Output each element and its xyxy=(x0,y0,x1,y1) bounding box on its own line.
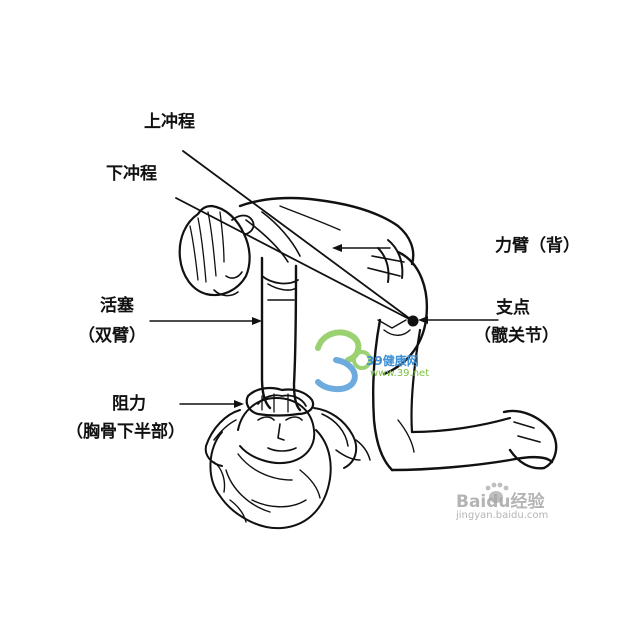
fulcrum-detail-label: （髋关节） xyxy=(474,326,559,346)
force-arm-label: 力臂（背） xyxy=(495,236,580,256)
site39-url-watermark: www.39.net xyxy=(370,368,430,379)
patient-figure xyxy=(204,394,371,530)
downstroke-line xyxy=(175,197,414,322)
fulcrum-arrowhead xyxy=(418,316,428,324)
fulcrum-label: 支点 xyxy=(496,298,530,318)
piston-detail-label: （双臂） xyxy=(78,326,146,346)
fulcrum-point xyxy=(407,315,419,327)
baidu-url-watermark: jingyan.baidu.com xyxy=(456,510,549,521)
upstroke-line xyxy=(182,150,414,322)
site39-name-watermark: 39健康网 xyxy=(366,354,419,368)
site39-logo xyxy=(315,329,372,392)
piston-arrowhead xyxy=(252,317,262,325)
resistance-label: 阻力 xyxy=(112,394,146,414)
resistance-arrowhead xyxy=(234,400,244,408)
figure-lines xyxy=(149,150,558,530)
baidu-paw-icon xyxy=(485,482,509,503)
downstroke-label: 下冲程 xyxy=(106,164,157,184)
upstroke-label: 上冲程 xyxy=(144,112,195,132)
piston-label: 活塞 xyxy=(100,296,134,316)
resistance-detail-label: （胸骨下半部） xyxy=(66,422,185,442)
force-arm-arrowhead xyxy=(332,244,342,252)
baidu-brand-watermark: Baidu经验 xyxy=(456,492,545,512)
